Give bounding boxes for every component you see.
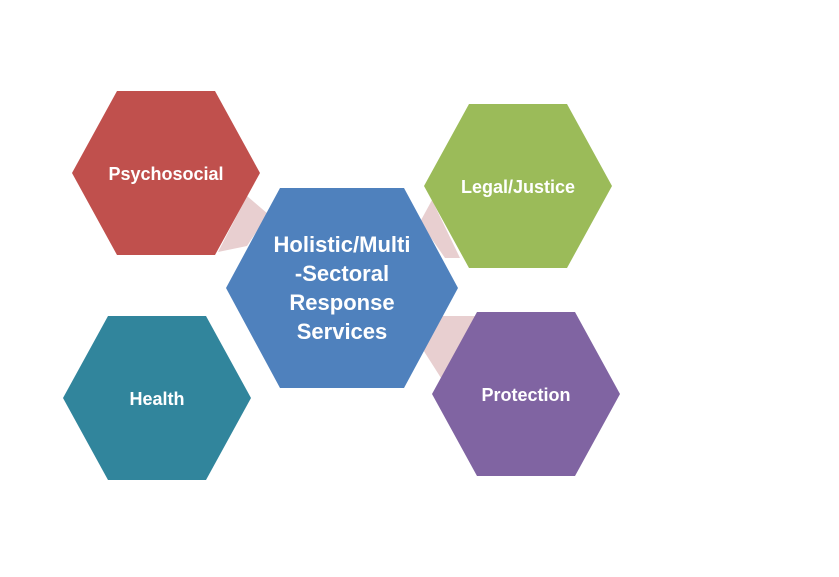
center-label-line-4: Services	[297, 319, 388, 344]
protection-node: Protection	[432, 312, 620, 476]
legal-justice-node: Legal/Justice	[424, 104, 612, 268]
health-label: Health	[129, 389, 184, 409]
center-label-line-1: Holistic/Multi	[274, 232, 411, 257]
protection-label: Protection	[481, 385, 570, 405]
connector-legal-justice	[420, 200, 460, 258]
protection-hexagon	[432, 312, 620, 476]
center-label-line-3: Response	[289, 290, 394, 315]
center-node: Holistic/Multi -Sectoral Response Servic…	[226, 188, 458, 388]
center-hexagon	[226, 188, 458, 388]
connector-psychosocial	[218, 196, 268, 252]
health-node: Health	[63, 316, 251, 480]
psychosocial-hexagon	[72, 91, 260, 255]
psychosocial-node: Psychosocial	[72, 91, 260, 255]
legal-justice-label: Legal/Justice	[461, 177, 575, 197]
psychosocial-label: Psychosocial	[108, 164, 223, 184]
center-label-line-2: -Sectoral	[295, 261, 389, 286]
legal-justice-hexagon	[424, 104, 612, 268]
health-hexagon	[63, 316, 251, 480]
